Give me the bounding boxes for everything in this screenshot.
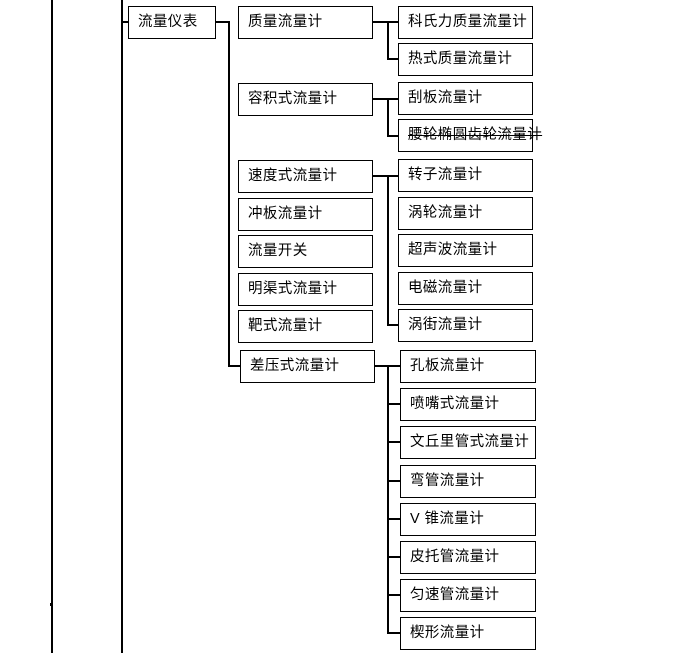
connector-volumetric-parent-stub: [373, 98, 389, 100]
node-ultrasonic-flowmeter[interactable]: 超声波流量计: [398, 234, 533, 267]
node-pitot-tube-flowmeter[interactable]: 皮托管流量计: [400, 541, 536, 574]
node-open-channel-flowmeter[interactable]: 明渠式流量计: [238, 273, 373, 306]
node-label: V 锥流量计: [410, 511, 485, 528]
node-averaging-pitot-flowmeter[interactable]: 匀速管流量计: [400, 579, 536, 612]
connector-dp-parent-stub: [375, 365, 389, 367]
node-label: 文丘里管式流量计: [410, 434, 530, 451]
connector-root-stub: [121, 21, 130, 23]
connector-volumetric-child-1-stub: [387, 135, 399, 137]
node-label: 皮托管流量计: [410, 549, 500, 566]
node-orifice-plate-flowmeter[interactable]: 孔板流量计: [400, 350, 536, 383]
connector-level2-last-stub: [228, 365, 240, 367]
connector-mass-spine: [387, 21, 389, 60]
node-label: 靶式流量计: [248, 318, 323, 335]
node-venturi-tube-flowmeter[interactable]: 文丘里管式流量计: [400, 426, 536, 459]
node-label: 匀速管流量计: [410, 587, 500, 604]
node-rotameter-flowmeter[interactable]: 转子流量计: [398, 159, 533, 192]
node-turbine-flowmeter[interactable]: 涡轮流量计: [398, 197, 533, 230]
node-label: 冲板流量计: [248, 206, 323, 223]
node-mass-flowmeter[interactable]: 质量流量计: [238, 6, 373, 39]
connector-dp-child-1-stub: [387, 403, 401, 405]
node-label: 涡轮流量计: [408, 205, 483, 222]
connector-velocity-parent-stub: [373, 175, 389, 177]
node-label: 差压式流量计: [250, 358, 340, 375]
node-label: 明渠式流量计: [248, 281, 338, 298]
node-label: 楔形流量计: [410, 625, 485, 642]
node-label: 超声波流量计: [408, 242, 498, 259]
connector-dp-child-4-stub: [387, 518, 401, 520]
connector-mass-parent-stub: [373, 21, 389, 23]
connector-volumetric-child-0-stub: [387, 98, 399, 100]
node-scraper-flowmeter[interactable]: 刮板流量计: [398, 82, 533, 115]
node-nozzle-flowmeter[interactable]: 喷嘴式流量计: [400, 388, 536, 421]
node-label: 喷嘴式流量计: [410, 396, 500, 413]
node-velocity-flowmeter[interactable]: 速度式流量计: [238, 160, 373, 193]
connector-dp-child-7-stub: [387, 632, 401, 634]
connector-mass-child-0-stub: [387, 21, 399, 23]
node-label: 质量流量计: [248, 14, 323, 31]
page-left-margin-tick: [50, 603, 53, 606]
node-label: 弯管流量计: [410, 473, 485, 490]
connector-dp-spine: [387, 365, 389, 633]
connector-root-to-level2-stub: [216, 21, 230, 23]
node-label: 电磁流量计: [408, 280, 483, 297]
page-second-margin-rule: [121, 0, 123, 653]
connector-level2-spine: [228, 21, 230, 366]
node-label: 腰轮椭圆齿轮流量计: [408, 127, 543, 144]
node-label: 热式质量流量计: [408, 51, 513, 68]
connector-dp-child-2-stub: [387, 441, 401, 443]
node-label: 流量仪表: [138, 14, 198, 31]
node-electromagnetic-flowmeter[interactable]: 电磁流量计: [398, 272, 533, 305]
node-differential-pressure-flowmeter[interactable]: 差压式流量计: [240, 350, 375, 383]
node-label: 科氏力质量流量计: [408, 14, 528, 31]
node-roots-oval-gear-flowmeter[interactable]: 腰轮椭圆齿轮流量计: [398, 119, 542, 152]
node-elbow-flowmeter[interactable]: 弯管流量计: [400, 465, 536, 498]
page-left-margin-rule: [51, 0, 53, 653]
connector-volumetric-spine: [387, 98, 389, 137]
node-volumetric-flowmeter[interactable]: 容积式流量计: [238, 83, 373, 116]
node-impact-plate-flowmeter[interactable]: 冲板流量计: [238, 198, 373, 231]
node-vortex-flowmeter[interactable]: 涡街流量计: [398, 309, 533, 342]
node-wedge-flowmeter[interactable]: 楔形流量计: [400, 617, 536, 650]
node-flow-switch[interactable]: 流量开关: [238, 235, 373, 268]
connector-dp-child-3-stub: [387, 480, 401, 482]
node-root-flow-instrument[interactable]: 流量仪表: [128, 6, 216, 39]
node-label: 容积式流量计: [248, 91, 338, 108]
node-label: 转子流量计: [408, 167, 483, 184]
node-label: 孔板流量计: [410, 358, 485, 375]
node-thermal-mass-flowmeter[interactable]: 热式质量流量计: [398, 43, 533, 76]
connector-mass-child-1-stub: [387, 58, 399, 60]
connector-velocity-child-0-stub: [387, 175, 400, 177]
node-coriolis-mass-flowmeter[interactable]: 科氏力质量流量计: [398, 6, 533, 39]
connector-velocity-spine: [387, 175, 389, 326]
connector-dp-child-6-stub: [387, 594, 401, 596]
node-target-flowmeter[interactable]: 靶式流量计: [238, 310, 373, 343]
connector-velocity-child-4-stub: [387, 324, 400, 326]
node-v-cone-flowmeter[interactable]: V 锥流量计: [400, 503, 536, 536]
node-label: 速度式流量计: [248, 168, 338, 185]
connector-dp-child-0-stub: [387, 365, 401, 367]
node-label: 刮板流量计: [408, 90, 483, 107]
node-label: 涡街流量计: [408, 317, 483, 334]
node-label: 流量开关: [248, 243, 308, 260]
connector-dp-child-5-stub: [387, 556, 401, 558]
